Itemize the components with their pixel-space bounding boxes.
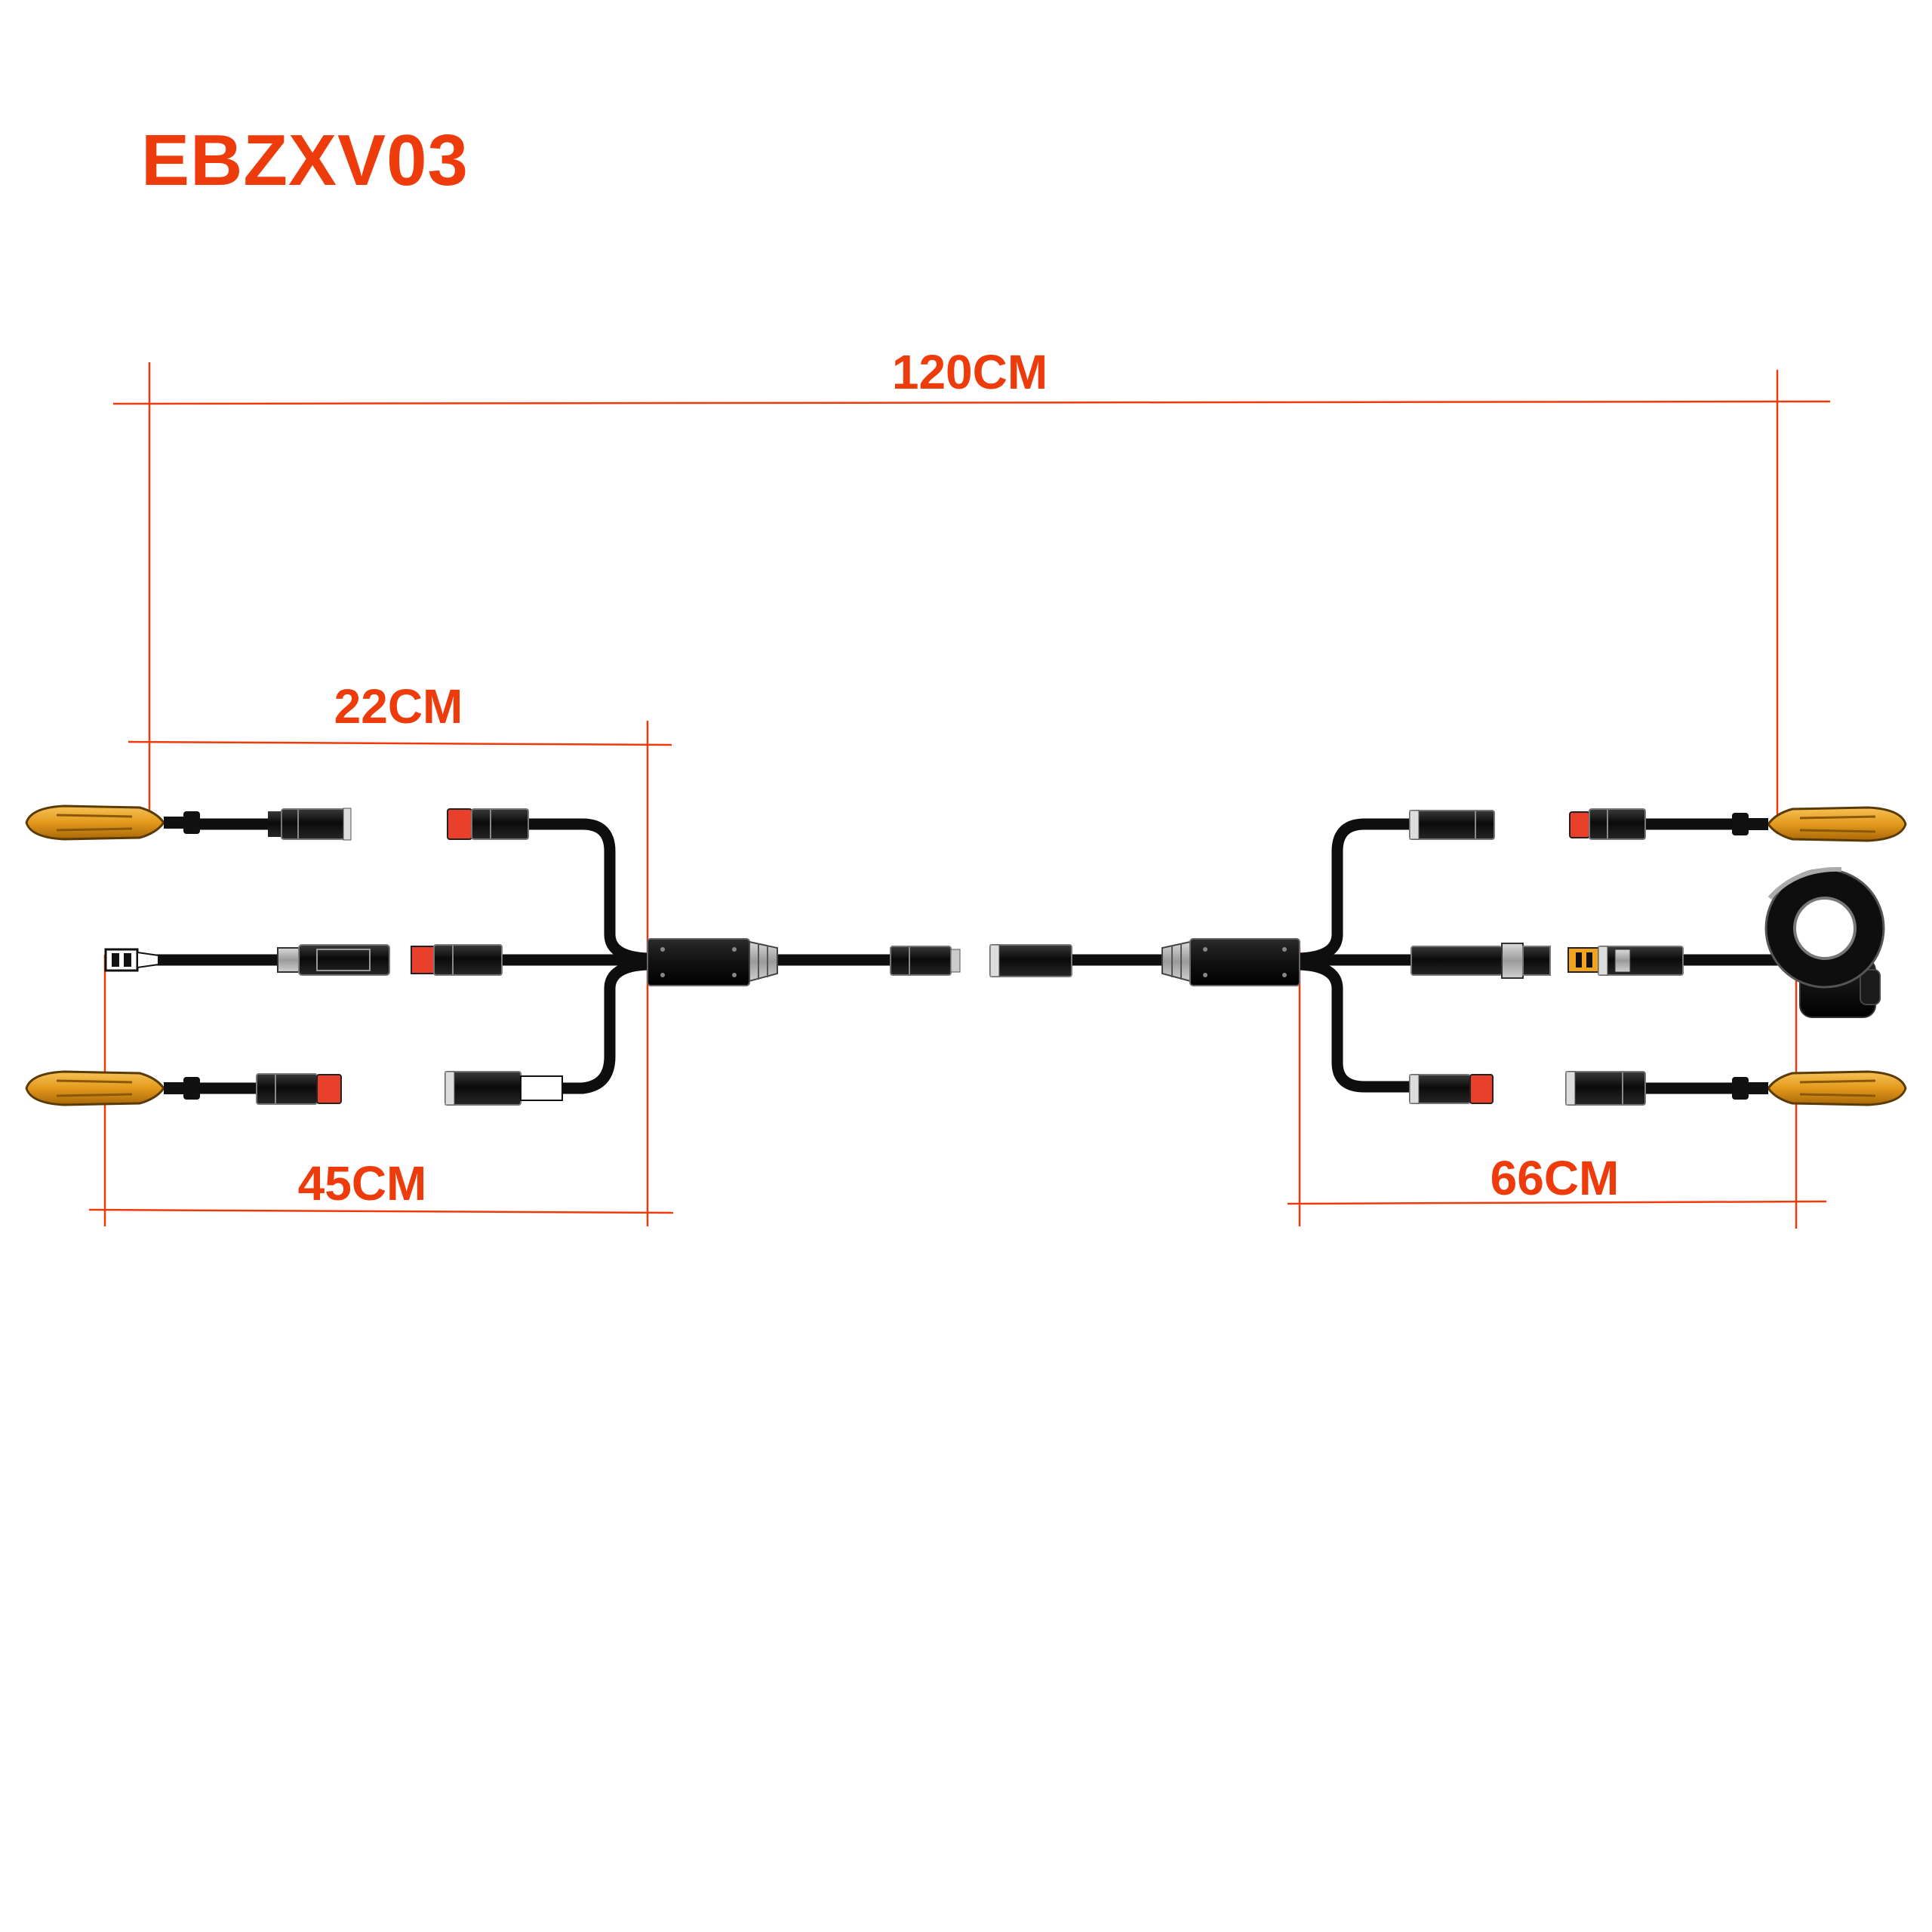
waterproof-connector-icon	[989, 944, 1072, 977]
waterproof-connector-icon	[1565, 1071, 1646, 1106]
dimension-label-rear-main: 66CM	[1491, 1151, 1620, 1205]
amber-turn-signal-icon	[25, 804, 200, 841]
waterproof-connector-icon	[447, 808, 529, 840]
waterproof-connector-icon	[411, 944, 503, 976]
waterproof-connector-icon	[1411, 943, 1551, 979]
waterproof-connector-icon	[1409, 810, 1495, 840]
junction-box-icon	[647, 938, 778, 986]
amber-turn-signal-icon	[1732, 806, 1907, 842]
handlebar-switch-icon	[1764, 866, 1885, 1018]
junction-box-icon	[1161, 938, 1300, 986]
waterproof-connector-icon	[256, 1073, 342, 1105]
waterproof-connector-icon	[277, 944, 390, 976]
amber-turn-signal-icon	[1732, 1070, 1907, 1106]
waterproof-connector-icon	[445, 1071, 563, 1106]
diagram-title: EBZXV03	[141, 120, 469, 201]
waterproof-connector-icon	[1409, 1074, 1494, 1104]
waterproof-connector-icon	[1569, 808, 1646, 840]
dimension-label-front-branch: 22CM	[334, 679, 463, 734]
waterproof-connector-icon	[1567, 946, 1684, 976]
dimension-label-front-main: 45CM	[298, 1156, 427, 1211]
harness-cables	[130, 818, 1814, 1094]
waterproof-connector-icon	[268, 808, 352, 841]
plug-connector-icon	[104, 948, 159, 972]
waterproof-connector-icon	[890, 946, 961, 976]
amber-turn-signal-icon	[25, 1070, 200, 1106]
dimension-label-total: 120CM	[892, 345, 1048, 399]
